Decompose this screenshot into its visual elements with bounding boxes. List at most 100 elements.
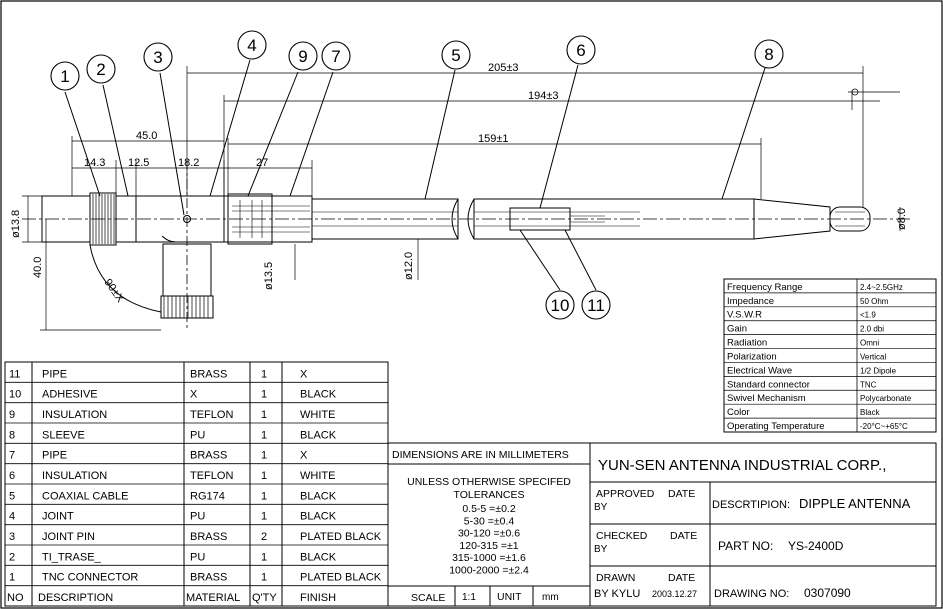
spec-label: Gain — [727, 324, 747, 335]
drawn-date: 2003.12.27 — [652, 589, 697, 599]
rotation-arc — [89, 244, 162, 313]
tol-title-2: TOLERANCES — [454, 489, 525, 501]
bom-description: SLEEVE — [42, 429, 85, 441]
folded-knurl-lines — [163, 296, 209, 318]
bom-no: 5 — [9, 490, 15, 502]
dim-159: 159±1 — [478, 133, 509, 145]
bom-material: TEFLON — [190, 409, 233, 421]
bom-qty: 1 — [261, 368, 267, 380]
bom-description: INSULATION — [42, 470, 107, 482]
spec-value: Black — [860, 408, 881, 417]
tolerance-line: 5-30 =±0.4 — [464, 515, 515, 527]
bom-material: BRASS — [190, 531, 227, 543]
bom-qty: 1 — [261, 429, 267, 441]
bom-finish: PLATED BLACK — [300, 531, 382, 543]
balloon-label: 5 — [451, 46, 460, 65]
title-block-text: DIMENSIONS ARE IN MILLIMETERS YUN-SEN AN… — [392, 449, 911, 604]
dim-205: 205±3 — [488, 62, 519, 74]
bom-description: PIPE — [42, 450, 67, 462]
dim-dia-13-8: ø13.8 — [10, 210, 22, 238]
drawing-no-label: DRAWING NO: — [714, 588, 789, 600]
bom-no: 3 — [9, 531, 15, 543]
break-left — [451, 198, 459, 240]
balloon-circle — [545, 290, 575, 320]
bom-qty: 2 — [261, 531, 267, 543]
bom-material: BRASS — [190, 572, 227, 584]
coax-body-right — [473, 198, 755, 240]
balloon-label: 1 — [60, 67, 69, 86]
bom-qty: 1 — [261, 511, 267, 523]
bom-no: 9 — [9, 409, 15, 421]
spec-label: Frequency Range — [727, 282, 803, 293]
bom-material: RG174 — [190, 490, 225, 502]
bom-finish: X — [300, 368, 308, 380]
spec-value: 50 Ohm — [860, 297, 889, 306]
bom-finish: X — [300, 450, 308, 462]
bom-material: PU — [190, 511, 205, 523]
tolerance-line: 120-315 =±1 — [459, 540, 518, 552]
drawn-label: DRAWN — [596, 572, 635, 584]
tolerance-line: 315-1000 =±1.6 — [452, 552, 526, 564]
company-name: YUN-SEN ANTENNA INDUSTRIAL CORP., — [598, 457, 886, 474]
spec-label: Radiation — [727, 338, 767, 349]
bom-material: BRASS — [190, 450, 227, 462]
spec-value: Vertical — [860, 352, 886, 361]
dim-12-5: 12.5 — [128, 157, 149, 169]
bom-description: INSULATION — [42, 409, 107, 421]
bom-header-description: DESCRIPTION — [38, 592, 113, 604]
sleeve-hatch — [232, 200, 310, 238]
bom-finish: BLACK — [300, 389, 337, 401]
spec-value: Polycarbonate — [860, 394, 912, 403]
balloon-label: 6 — [576, 41, 585, 60]
balloon-circle — [566, 35, 596, 65]
dim-14-3: 14.3 — [84, 157, 105, 169]
bom-material: BRASS — [190, 368, 227, 380]
balloon-circle — [754, 39, 784, 69]
tolerance-line: 0.5-5 =±0.2 — [462, 503, 516, 515]
bom-no: 8 — [9, 429, 15, 441]
bom-qty: 1 — [261, 389, 267, 401]
dim-45: 45.0 — [136, 130, 157, 142]
bom-header-finish: FINISH — [300, 592, 336, 604]
callout-balloons — [64, 59, 766, 291]
dim-dia-13-5: ø13.5 — [263, 262, 275, 290]
bom-description: JOINT — [42, 511, 74, 523]
dim-dia-12: ø12.0 — [403, 252, 415, 280]
bom-no: 1 — [9, 572, 15, 584]
balloon-circle — [581, 290, 611, 320]
bom-no: 6 — [9, 470, 15, 482]
dims-note: DIMENSIONS ARE IN MILLIMETERS — [392, 449, 569, 461]
spec-value: TNC — [860, 380, 877, 389]
spec-label: Standard connector — [727, 379, 810, 390]
spec-value: 2.4~2.5GHz — [860, 283, 903, 292]
scale-label: SCALE — [411, 592, 445, 604]
drawn-by: BY KYLU — [594, 588, 640, 600]
bom-qty: 1 — [261, 551, 267, 563]
spec-label: Electrical Wave — [727, 365, 792, 376]
part-no-label: PART NO: — [718, 539, 773, 553]
approved-by-label: BY — [594, 502, 608, 513]
bom-header-qty: Q'TY — [252, 592, 277, 604]
balloon-label: 8 — [764, 45, 773, 64]
bom-description: TI_TRASE_ — [42, 551, 102, 563]
checked-date-label: DATE — [670, 530, 697, 542]
balloon-circle — [50, 61, 80, 91]
folded-knurl — [160, 295, 214, 319]
approved-label: APPROVED — [596, 488, 655, 500]
description-label: DESCRTIPION: — [712, 499, 790, 511]
spec-label: Polarization — [727, 351, 777, 362]
bom-material: TEFLON — [190, 470, 233, 482]
balloon-circle — [237, 30, 267, 60]
sleeve-joint — [227, 193, 273, 245]
connector-knurl-lines — [92, 194, 115, 244]
bom-finish: BLACK — [300, 511, 337, 523]
bom-qty: 1 — [261, 470, 267, 482]
drawn-date-label: DATE — [668, 572, 695, 584]
bom-finish: BLACK — [300, 490, 337, 502]
balloon-label: 3 — [153, 48, 162, 67]
spec-value: 1/2 Dipole — [860, 366, 897, 375]
unit-label: UNIT — [497, 591, 522, 603]
